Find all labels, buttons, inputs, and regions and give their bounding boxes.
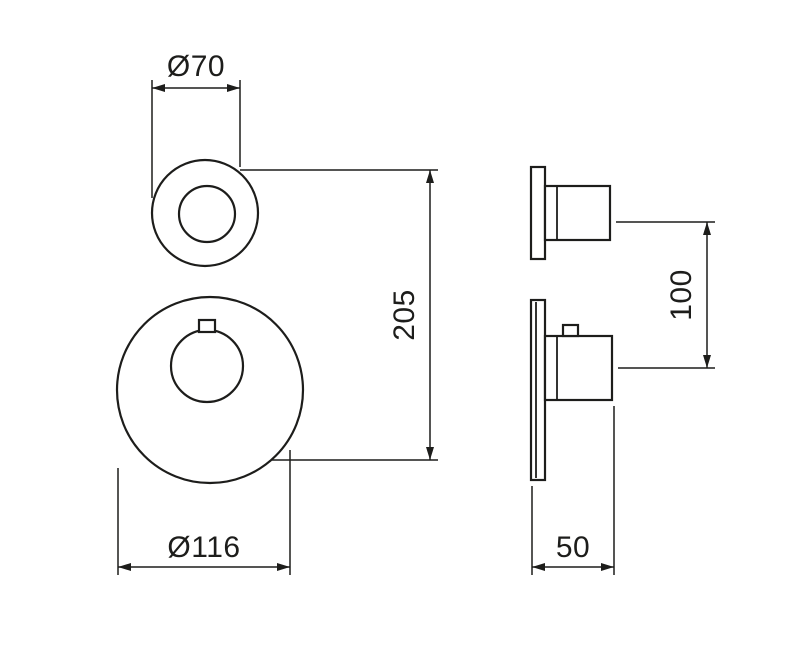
dim-center-distance: 100 [616, 221, 715, 369]
arrowhead [532, 563, 545, 571]
arrowhead [152, 84, 165, 92]
valve-body-top [543, 184, 612, 242]
dim-escutcheon-diameter: Ø116 [117, 450, 291, 575]
valve-body-bottom [543, 334, 614, 402]
valve-body-bottom-tab [561, 323, 580, 338]
side-view-bottom [529, 298, 614, 482]
arrowhead [703, 222, 711, 235]
diverter-knob-inner-circle [177, 184, 237, 244]
thermostat-handle-circle [169, 328, 245, 404]
dim-knob-diameter: Ø70 [151, 50, 241, 198]
dim-label-center-distance: 100 [665, 269, 698, 321]
arrowhead [227, 84, 240, 92]
side-view-top [529, 165, 612, 261]
arrowhead [118, 563, 131, 571]
arrowhead [277, 563, 290, 571]
dim-label-overall-height: 205 [388, 289, 421, 341]
wall-plate-top [529, 165, 547, 261]
front-view [115, 158, 305, 485]
dim-depth: 50 [531, 406, 615, 575]
dim-label-escutcheon-diameter: Ø116 [167, 531, 240, 564]
handle-index-tab [197, 318, 217, 334]
arrowhead [426, 170, 434, 183]
wall-plate-bottom [529, 298, 547, 482]
dim-label-knob-diameter: Ø70 [167, 50, 225, 83]
arrowhead [426, 447, 434, 460]
dim-label-depth: 50 [556, 531, 590, 564]
dim-overall-height: 205 [240, 169, 438, 461]
arrowhead [601, 563, 614, 571]
arrowhead [703, 355, 711, 368]
